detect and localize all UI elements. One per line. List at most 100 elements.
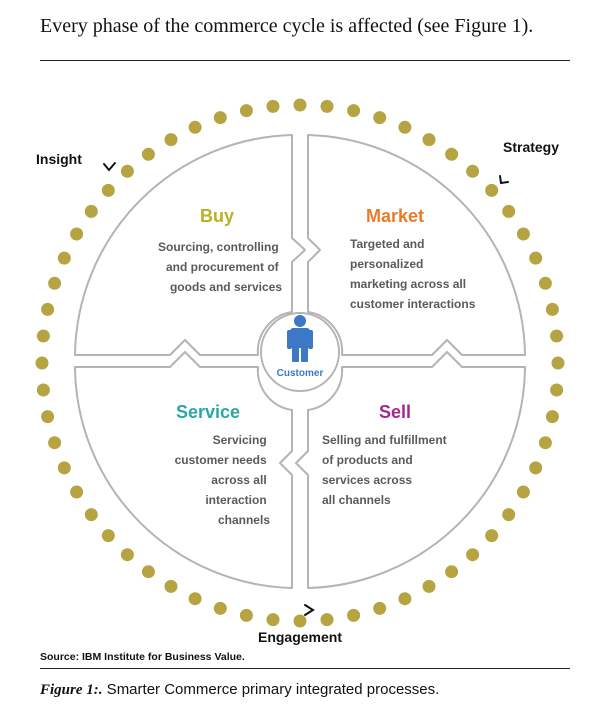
- ring-dot: [422, 579, 436, 593]
- ring-dot: [266, 613, 280, 627]
- ring-dot: [445, 147, 459, 161]
- dot-ring: [35, 98, 565, 628]
- service-line: interaction: [205, 493, 266, 507]
- buy-line: goods and services: [170, 280, 282, 294]
- ring-dot: [101, 529, 115, 543]
- ring-dot: [551, 356, 565, 370]
- service-line: across all: [211, 473, 266, 487]
- engagement-arrow-icon: [304, 604, 315, 616]
- ring-dot: [188, 592, 202, 606]
- buy-line: and procurement of: [166, 260, 280, 274]
- ring-dot: [485, 183, 499, 197]
- sell-line: Selling and fulfillment: [322, 433, 447, 447]
- market-title: Market: [366, 206, 424, 226]
- ring-dot: [41, 302, 55, 316]
- buy-description: Sourcing, controlling and procurement of…: [158, 240, 282, 294]
- ring-dot: [538, 436, 552, 450]
- ring-dot: [550, 329, 564, 343]
- ring-dot: [293, 98, 307, 112]
- sell-title: Sell: [379, 402, 411, 422]
- top-divider: [40, 60, 570, 61]
- ring-dot: [48, 436, 62, 450]
- ring-dot: [320, 99, 334, 113]
- ring-dot: [320, 613, 334, 627]
- ring-dot: [70, 227, 84, 241]
- ring-dot: [516, 485, 530, 499]
- service-line: channels: [218, 513, 270, 527]
- insight-label: Insight: [36, 151, 82, 167]
- market-line: marketing across all: [350, 277, 466, 291]
- service-description: Servicing customer needs across all inte…: [175, 433, 271, 527]
- ring-dot: [141, 565, 155, 579]
- caption-lead: Figure 1:.: [40, 682, 103, 698]
- customer-person-icon: [287, 315, 313, 362]
- ring-dot: [445, 565, 459, 579]
- customer-label: Customer: [277, 368, 324, 379]
- ring-dot: [538, 276, 552, 290]
- engagement-label: Engagement: [258, 629, 342, 645]
- ring-dot: [529, 461, 543, 475]
- ring-dot: [213, 111, 227, 125]
- strategy-arrow-icon: [499, 175, 509, 185]
- panel-market: [307, 134, 526, 356]
- ring-dot: [373, 111, 387, 125]
- ring-dot: [84, 508, 98, 522]
- market-line: personalized: [350, 257, 423, 271]
- ring-dot: [101, 183, 115, 197]
- figure-caption: Figure 1:. Smarter Commerce primary inte…: [40, 680, 439, 699]
- sell-line: of products and: [322, 453, 413, 467]
- service-line: customer needs: [175, 453, 267, 467]
- intro-text: Every phase of the commerce cycle is aff…: [40, 15, 534, 37]
- service-title: Service: [176, 402, 240, 422]
- panel-sell: [295, 351, 526, 589]
- buy-line: Sourcing, controlling: [158, 240, 279, 254]
- panel-service: [74, 351, 293, 589]
- ring-dot: [120, 548, 134, 562]
- panel-buy: [74, 134, 306, 356]
- ring-dot: [41, 410, 55, 424]
- ring-dot: [485, 529, 499, 543]
- ring-dot: [57, 461, 71, 475]
- ring-dot: [529, 251, 543, 265]
- ring-dot: [293, 614, 307, 628]
- buy-title: Buy: [200, 206, 234, 226]
- ring-dot: [36, 329, 50, 343]
- ring-dot: [422, 133, 436, 147]
- market-line: Targeted and: [350, 237, 424, 251]
- ring-dot: [188, 120, 202, 134]
- ring-dot: [545, 410, 559, 424]
- caption-divider: [40, 668, 570, 669]
- ring-dot: [141, 147, 155, 161]
- ring-dot: [516, 227, 530, 241]
- sell-description: Selling and fulfillment of products and …: [322, 433, 450, 507]
- ring-dot: [398, 592, 412, 606]
- ring-dot: [84, 204, 98, 218]
- ring-dot: [266, 99, 280, 113]
- customer-circle: [260, 312, 340, 392]
- ring-dot: [373, 601, 387, 615]
- ring-dot: [347, 608, 361, 622]
- ring-dot: [120, 164, 134, 178]
- ring-dot: [70, 485, 84, 499]
- ring-dot: [550, 383, 564, 397]
- ring-dot: [57, 251, 71, 265]
- ring-dot: [164, 133, 178, 147]
- market-line: customer interactions: [350, 297, 476, 311]
- ring-dot: [239, 104, 253, 118]
- ring-dot: [36, 383, 50, 397]
- source-note: Source: IBM Institute for Business Value…: [40, 651, 245, 663]
- sell-line: services across: [322, 473, 412, 487]
- ring-dot: [545, 302, 559, 316]
- service-line: Servicing: [213, 433, 267, 447]
- insight-arrow-icon: [103, 162, 116, 172]
- market-description: Targeted and personalized marketing acro…: [350, 237, 476, 311]
- ring-dot: [502, 204, 516, 218]
- ring-dot: [466, 164, 480, 178]
- ring-dot: [213, 601, 227, 615]
- ring-dot: [466, 548, 480, 562]
- ring-dot: [502, 508, 516, 522]
- ring-dot: [239, 608, 253, 622]
- strategy-label: Strategy: [503, 139, 559, 155]
- caption-text: Smarter Commerce primary integrated proc…: [102, 681, 440, 698]
